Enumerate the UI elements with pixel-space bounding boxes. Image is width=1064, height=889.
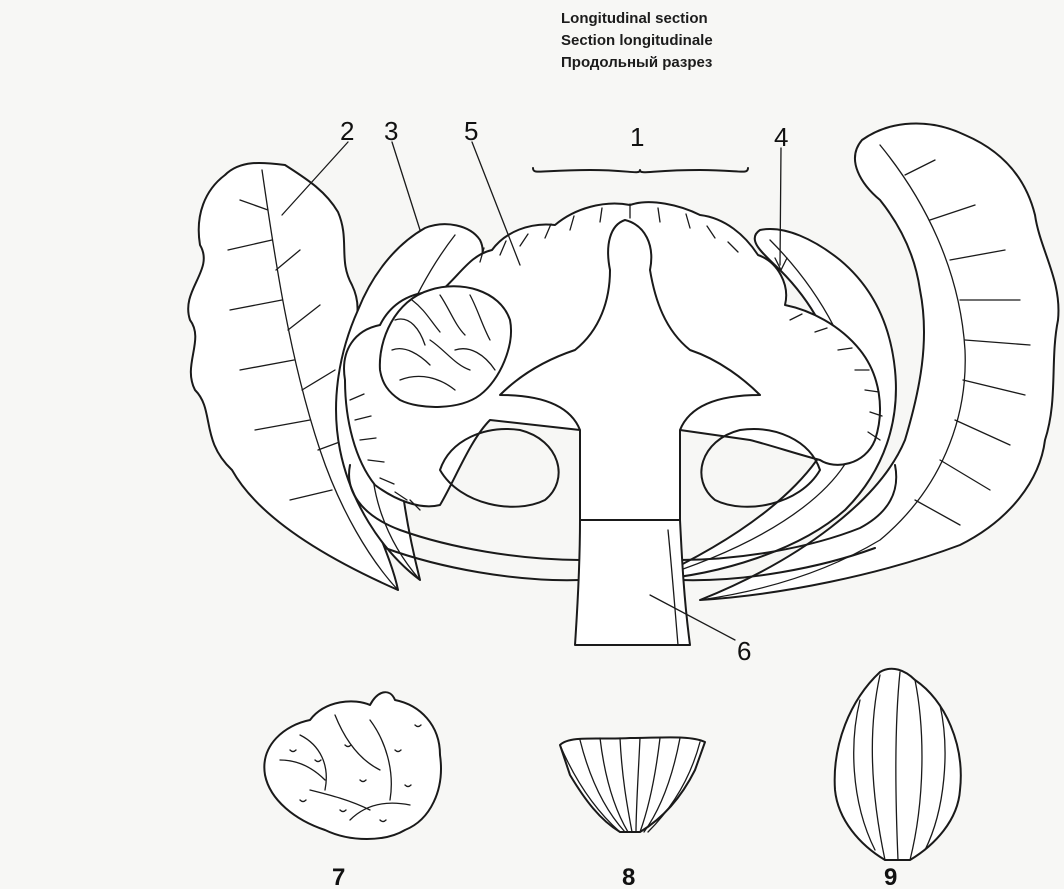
callout-3: 3	[384, 116, 398, 146]
figure-8-florets	[560, 737, 705, 832]
longitudinal-section-drawing	[188, 124, 1058, 645]
figure-9-number: 9	[884, 864, 897, 889]
figure-7-curd	[264, 692, 441, 839]
callout-4: 4	[774, 122, 788, 152]
figure-9-bud	[835, 669, 961, 860]
callout-1: 1	[630, 122, 644, 152]
callout-5: 5	[464, 116, 478, 146]
stem-base	[575, 520, 690, 645]
callout-2: 2	[340, 116, 354, 146]
figure-7-number: 7	[332, 864, 345, 889]
figure-8-number: 8	[622, 864, 635, 889]
callout-6: 6	[737, 636, 751, 666]
